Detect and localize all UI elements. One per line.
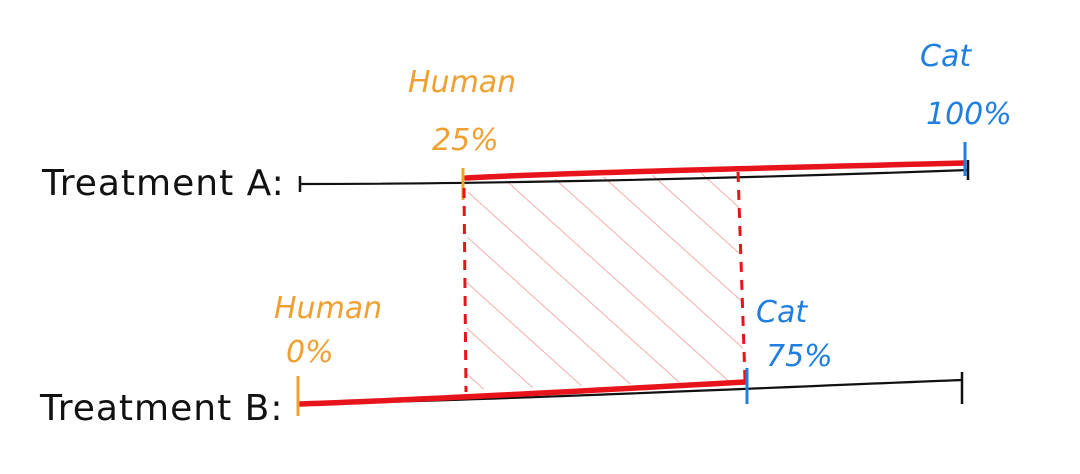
treatment-a-range-bar <box>463 160 967 181</box>
treatment-b-range-bar <box>297 379 748 407</box>
treatment-b-human-value: 0% <box>286 335 334 370</box>
treatment-b-cat-value: 75% <box>766 339 833 374</box>
treatment-b-label: Treatment B: <box>39 388 283 429</box>
treatment-a-label: Treatment A: <box>41 163 285 204</box>
treatment-a-row: Treatment A: Human 25% Cat 100% <box>41 39 1012 204</box>
treatment-a-human-name: Human <box>408 65 516 100</box>
treatment-a-scale-line <box>299 168 969 186</box>
overlap-hatched-region <box>466 172 744 390</box>
treatment-b-human-name: Human <box>274 291 382 326</box>
treatment-b-cat-name: Cat <box>756 295 808 330</box>
treatment-a-cat-name: Cat <box>920 39 972 74</box>
treatment-a-human-value: 25% <box>432 123 499 158</box>
treatment-b-row: Treatment B: Human 0% Cat 75% <box>39 291 964 429</box>
left-dashed-connector <box>462 187 468 393</box>
treatment-a-cat-value: 100% <box>926 97 1012 132</box>
